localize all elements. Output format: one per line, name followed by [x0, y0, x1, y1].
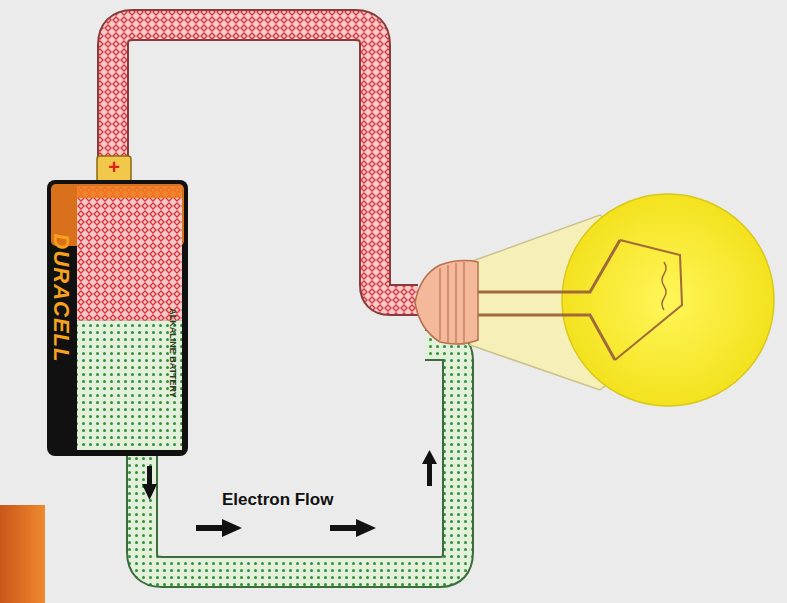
- electron-flow-arrows: [142, 450, 437, 537]
- slide-accent-bar: [0, 505, 45, 603]
- brand-name: DURACELL: [48, 234, 74, 363]
- battery: +DURACELLALKALINE BATTERY: [45, 178, 190, 458]
- battery-type: ALKALINE BATTERY: [168, 308, 178, 398]
- positive-sign: +: [108, 156, 120, 179]
- flow-label: Electron Flow: [222, 490, 333, 510]
- negative-wire-outline: [142, 345, 458, 572]
- light-bulb: [415, 194, 774, 406]
- negative-wire: [142, 345, 458, 572]
